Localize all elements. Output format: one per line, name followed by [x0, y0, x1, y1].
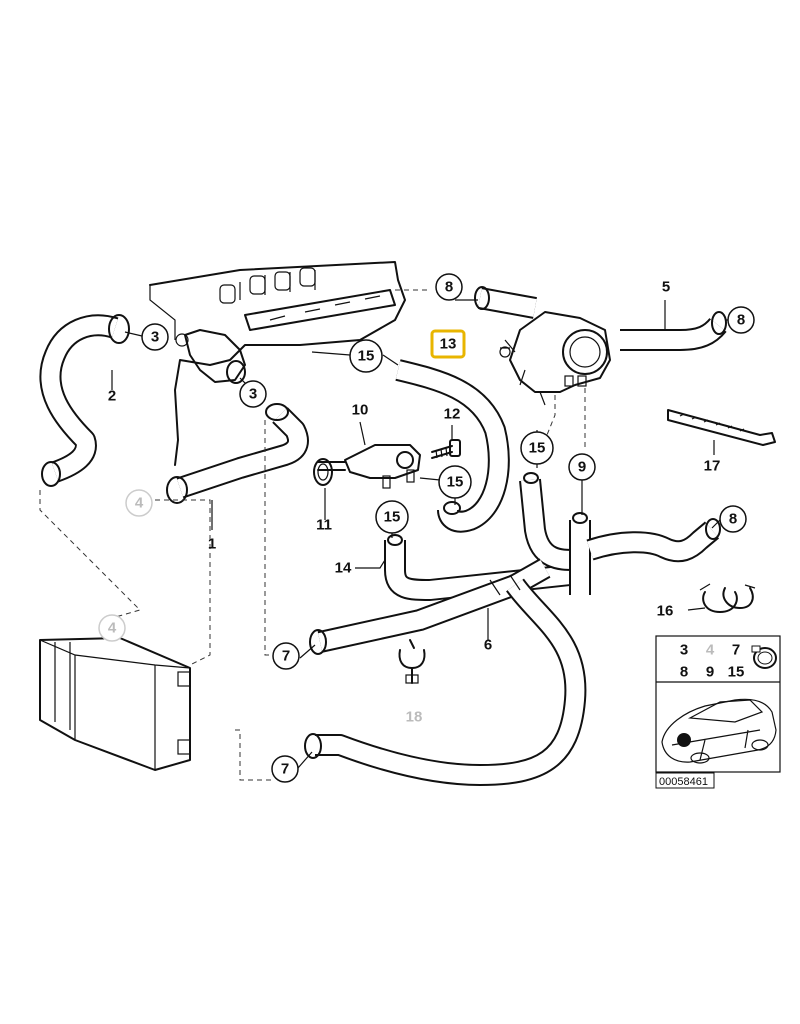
callout-15-top[interactable]: 15	[349, 339, 383, 373]
svg-text:11: 11	[316, 517, 332, 534]
legend-item-9: 9	[706, 664, 714, 681]
svg-text:15: 15	[529, 440, 546, 457]
svg-text:8: 8	[729, 511, 737, 528]
legend-item-3: 3	[680, 642, 688, 659]
valve-10	[317, 444, 421, 489]
hose-1	[166, 403, 309, 504]
legend-item-15: 15	[728, 664, 745, 681]
svg-text:4: 4	[108, 620, 117, 637]
bolt-12	[431, 439, 461, 459]
svg-text:15: 15	[384, 509, 401, 526]
radiator	[39, 637, 191, 771]
pipe-9	[569, 512, 591, 595]
callout-15-lower[interactable]: 15	[375, 500, 409, 534]
label-11[interactable]: 11	[316, 517, 332, 534]
svg-text:7: 7	[282, 648, 290, 665]
gasket-11	[313, 458, 333, 486]
svg-text:5: 5	[662, 279, 670, 296]
strap-17	[667, 409, 776, 446]
callout-8-lower-right[interactable]: 8	[719, 505, 747, 533]
label-2[interactable]: 2	[108, 388, 116, 405]
label-6[interactable]: 6	[484, 637, 492, 654]
callout-9[interactable]: 9	[568, 453, 596, 481]
svg-text:2: 2	[108, 388, 116, 405]
clamp-16	[699, 583, 756, 613]
svg-text:17: 17	[704, 458, 721, 475]
callout-4-lower[interactable]: 4	[98, 614, 126, 642]
svg-text:8: 8	[445, 279, 453, 296]
valve-body	[499, 311, 611, 406]
label-14[interactable]: 14	[335, 560, 352, 577]
svg-text:8: 8	[737, 312, 745, 329]
svg-text:1: 1	[208, 536, 216, 553]
label-10[interactable]: 10	[352, 402, 369, 419]
label-17[interactable]: 17	[704, 458, 721, 475]
callout-7-lower[interactable]: 7	[271, 755, 299, 783]
engine-block	[149, 261, 406, 466]
hose-2	[39, 314, 130, 487]
svg-text:10: 10	[352, 402, 369, 419]
svg-text:6: 6	[484, 637, 492, 654]
svg-text:7: 7	[281, 761, 289, 778]
svg-text:9: 9	[578, 459, 586, 476]
svg-text:13: 13	[440, 336, 457, 353]
clamp-18	[398, 639, 426, 684]
label-1[interactable]: 1	[208, 536, 216, 553]
label-18[interactable]: 18	[406, 709, 423, 726]
svg-text:14: 14	[335, 560, 352, 577]
callouts: 8 5 8 3 3 2 15 13 10	[98, 273, 755, 783]
svg-text:15: 15	[358, 348, 375, 365]
hose-13	[395, 359, 510, 533]
hose-8-right	[586, 518, 721, 563]
legend-box: 3 4 7 8 9 15	[655, 635, 781, 773]
legend-item-4: 4	[706, 642, 715, 659]
svg-text:3: 3	[249, 386, 257, 403]
hose-6	[304, 558, 587, 786]
legend-item-7: 7	[732, 642, 740, 659]
legend-item-8: 8	[680, 664, 688, 681]
svg-text:12: 12	[444, 406, 461, 423]
callout-7-upper[interactable]: 7	[272, 642, 300, 670]
svg-text:18: 18	[406, 709, 423, 726]
reference-number: 00058461	[655, 772, 715, 789]
dashed-leaders	[39, 289, 586, 781]
callout-3-upper[interactable]: 3	[141, 323, 169, 351]
callout-15-middle[interactable]: 15	[438, 465, 472, 499]
callout-13-highlighted[interactable]: 13	[430, 329, 466, 359]
svg-text:16: 16	[657, 603, 674, 620]
car-location-icon	[661, 698, 777, 764]
callout-4-upper[interactable]: 4	[125, 489, 153, 517]
label-5[interactable]: 5	[662, 279, 670, 296]
svg-text:4: 4	[135, 495, 144, 512]
callout-8-right[interactable]: 8	[727, 306, 755, 334]
callout-15-right[interactable]: 15	[520, 431, 554, 465]
pipe-5	[474, 286, 727, 351]
svg-text:3: 3	[151, 329, 159, 346]
svg-text:15: 15	[447, 474, 464, 491]
label-12[interactable]: 12	[444, 406, 461, 423]
label-16[interactable]: 16	[657, 603, 674, 620]
svg-text:00058461: 00058461	[659, 776, 708, 788]
hose-clamp-icon	[751, 645, 777, 669]
callout-3-lower[interactable]: 3	[239, 380, 267, 408]
callout-8-top[interactable]: 8	[435, 273, 463, 301]
